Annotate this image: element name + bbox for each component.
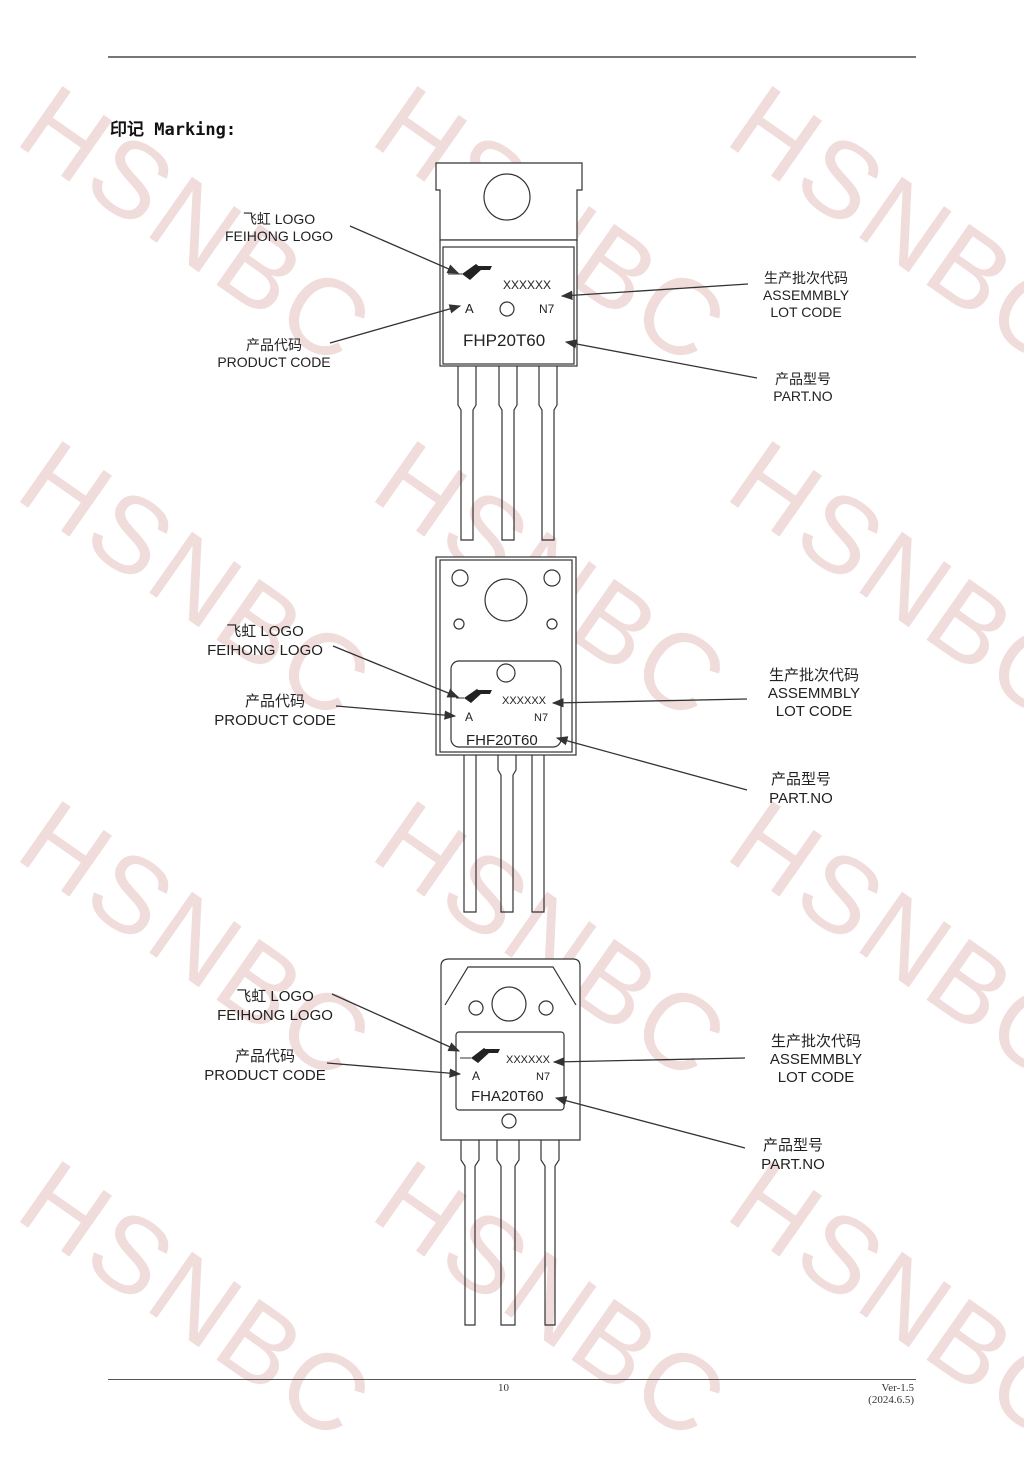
page-number: 10 xyxy=(498,1382,509,1394)
package-to220f xyxy=(435,556,577,913)
product-code-mark: A xyxy=(465,301,474,316)
feihong-logo-icon xyxy=(464,689,492,703)
part-no-callout: 产品型号 PART.NO xyxy=(773,371,833,404)
version-date: (2024.6.5) xyxy=(868,1394,914,1406)
part-no-callout: 产品型号 PART.NO xyxy=(761,1137,825,1173)
version-label: Ver-1.5 xyxy=(881,1382,914,1394)
logo-callout: 飞虹 LOGO FEIHONG LOGO xyxy=(217,988,333,1024)
suffix-mark: N7 xyxy=(536,1071,550,1083)
lot-code-callout: 生产批次代码 ASSEMMBLY LOT CODE xyxy=(762,270,850,320)
lot-code-mark: XXXXXX xyxy=(506,1054,551,1066)
part-no-mark: FHP20T60 xyxy=(463,331,545,350)
callout-arrows xyxy=(326,225,758,1149)
suffix-mark: N7 xyxy=(534,712,548,724)
lot-code-callout: 生产批次代码 ASSEMMBLY LOT CODE xyxy=(769,1033,863,1086)
logo-callout: 飞虹 LOGO FEIHONG LOGO xyxy=(207,623,323,659)
part-no-mark: FHA20T60 xyxy=(471,1088,544,1105)
package-to220 xyxy=(435,162,583,541)
product-code-callout: 产品代码 PRODUCT CODE xyxy=(204,1048,326,1084)
product-code-mark: A xyxy=(472,1069,480,1083)
lot-code-mark: XXXXXX xyxy=(502,695,547,707)
lot-code-mark: XXXXXX xyxy=(503,278,551,292)
footer-rule xyxy=(108,1379,916,1380)
logo-callout: 飞虹 LOGO FEIHONG LOGO xyxy=(224,211,334,244)
header-rule xyxy=(108,56,916,58)
product-code-mark: A xyxy=(465,710,473,724)
product-code-callout: 产品代码 PRODUCT CODE xyxy=(214,693,336,729)
version-info: Ver-1.5 (2024.6.5) xyxy=(868,1382,914,1406)
part-no-mark: FHF20T60 xyxy=(466,732,538,749)
feihong-logo-icon xyxy=(471,1048,500,1063)
product-code-callout: 产品代码 PRODUCT CODE xyxy=(217,337,331,370)
part-no-callout: 产品型号 PART.NO xyxy=(769,771,833,807)
section-heading: 印记 Marking: xyxy=(110,120,237,140)
feihong-logo-icon xyxy=(462,264,492,280)
package-to247 xyxy=(440,958,581,1326)
lot-code-callout: 生产批次代码 ASSEMMBLY LOT CODE xyxy=(767,667,861,720)
suffix-mark: N7 xyxy=(539,302,555,316)
